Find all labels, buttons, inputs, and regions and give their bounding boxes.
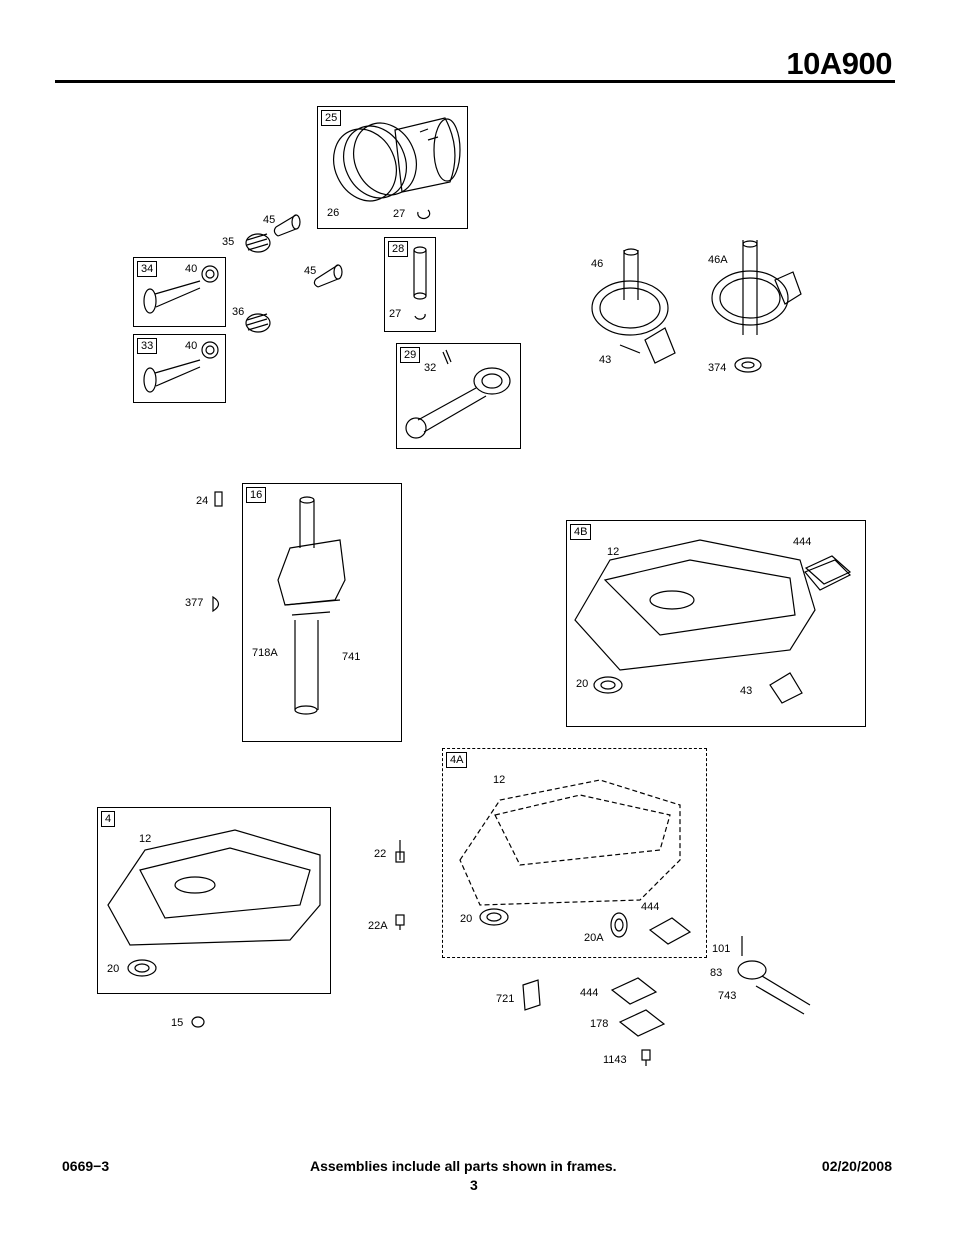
footer-note: Assemblies include all parts shown in fr… [310,1158,617,1174]
part-label: 27 [393,208,406,220]
part-label: 101 [712,943,731,955]
part-label: 444 [580,987,599,999]
part-label: 24 [196,495,209,507]
part-label: 15 [171,1017,184,1029]
tappet-icon [273,214,343,288]
frame-33: 33 [133,334,226,403]
part-label: 27 [389,308,402,320]
frame-tag: 4 [101,811,116,827]
piston-icon [333,117,461,202]
part-label: 45 [304,265,317,277]
clip-icon [417,209,431,220]
frame-28: 28 [384,237,436,332]
connecting-rod-icon [405,349,511,439]
seal-icon [479,908,628,938]
part-label: 40 [185,340,198,352]
frame-tag: 4B [570,524,592,540]
part-label: 35 [222,236,235,248]
frame-4A: 4A [442,748,707,958]
engine-sump-dashed-icon [459,779,681,906]
frame-16: 16 [242,483,402,742]
part-label: 444 [641,901,660,913]
part-label: 40 [185,263,198,275]
part-label: 26 [327,207,340,219]
camshaft-gear-icon [591,248,676,364]
frame-4B: 4B [566,520,866,727]
key-icon [214,491,223,507]
frame-25: 25 [317,106,468,229]
page-number: 3 [470,1177,478,1193]
camshaft-gear-icon [711,240,802,373]
frame-tag: 29 [400,347,421,363]
part-label: 20 [107,963,120,975]
engine-sump-icon [107,829,321,977]
part-label: 377 [185,597,204,609]
part-label: 43 [599,354,612,366]
part-label: 374 [708,362,727,374]
part-label: 36 [232,306,245,318]
part-label: 178 [590,1018,609,1030]
governor-shaft-icon [737,936,811,1015]
spring-icon [245,313,271,333]
part-label: 83 [710,967,723,979]
part-label: 12 [139,833,152,845]
valve-icon [143,265,219,314]
spring-icon [245,233,271,253]
frame-tag: 34 [137,261,158,277]
frame-tag: 28 [388,241,409,257]
frame-tag: 33 [137,338,158,354]
part-label: 43 [740,685,753,697]
part-label: 741 [342,651,361,663]
part-label: 22 [374,848,387,860]
valve-icon [143,341,219,393]
part-label: 20 [576,678,589,690]
part-label: 1143 [603,1054,627,1066]
plate-icon [522,979,541,1011]
part-label: 46 [591,258,604,270]
pin-icon [413,246,427,320]
part-label: 20A [584,932,604,944]
part-label: 12 [607,546,620,558]
header-rule [55,80,895,83]
crankshaft-icon [277,496,346,715]
gasket-icon [610,555,852,1037]
frame-4: 4 [97,807,331,994]
woodruff-key-icon [212,595,220,613]
part-label: 22A [368,920,388,932]
part-label: 444 [793,536,812,548]
part-label: 718A [252,647,278,659]
engine-sump-icon [574,539,852,704]
document-code: 0669−3 [62,1158,110,1174]
frame-tag: 4A [446,752,468,768]
part-label: 12 [493,774,506,786]
part-label: 743 [718,990,737,1002]
part-label: 46A [708,254,728,266]
part-label: 45 [263,214,276,226]
frame-tag: 16 [246,487,267,503]
part-label: 20 [460,913,473,925]
frame-29: 29 [396,343,521,449]
bolt-icon [191,840,651,1066]
frame-34: 34 [133,257,226,327]
frame-tag: 25 [321,110,342,126]
part-label: 32 [424,362,437,374]
part-label: 721 [496,993,515,1005]
document-date: 02/20/2008 [821,1158,892,1174]
model-number: 10A900 [786,46,892,81]
